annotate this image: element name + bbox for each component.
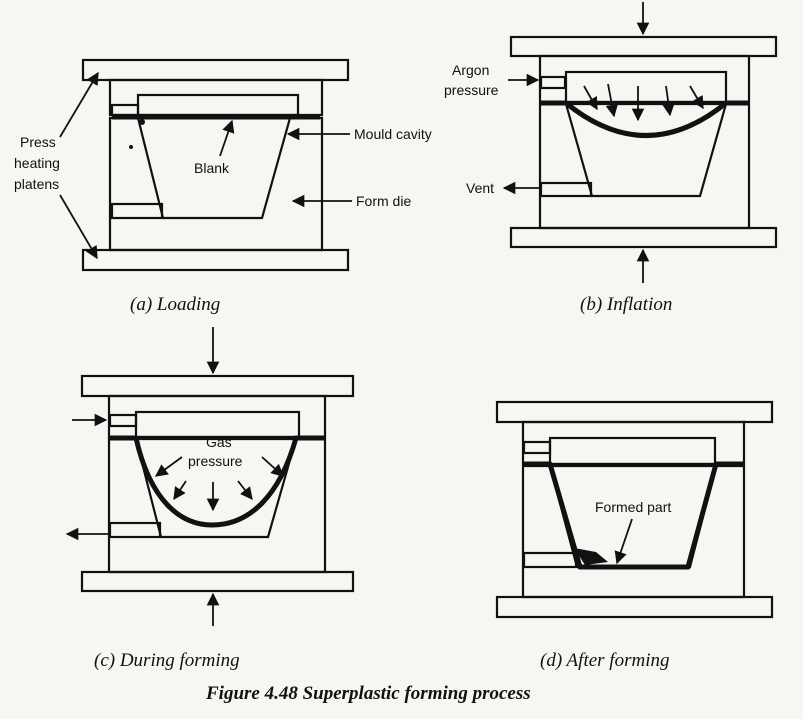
panel-b-inflation: Argon pressure Vent (b) Inflation xyxy=(444,2,778,315)
bottom-platen xyxy=(81,248,350,272)
press-arrow-bottom xyxy=(59,194,98,260)
upper-die xyxy=(107,394,327,439)
press-arrow-top xyxy=(59,71,99,138)
figure-title: Figure 4.48 Superplastic forming process xyxy=(205,683,531,704)
formed-part-sheet xyxy=(523,461,744,570)
form-die-label: Form die xyxy=(356,193,411,209)
bottom-platen xyxy=(80,570,355,593)
upper-die xyxy=(521,420,746,466)
pressure-arrow xyxy=(237,480,253,500)
gas-label-line1: Gas xyxy=(206,434,232,450)
press-label-line2: heating xyxy=(14,155,60,171)
pressure-arrow xyxy=(662,85,675,117)
top-platen xyxy=(495,400,774,424)
blank-label: Blank xyxy=(194,160,230,176)
gas-label-line2: pressure xyxy=(188,453,243,469)
inflated-sheet xyxy=(540,100,749,138)
top-platen xyxy=(509,35,778,58)
form-die xyxy=(538,102,751,230)
formed-part-arrow xyxy=(614,518,633,565)
bottom-platen xyxy=(495,595,774,619)
caption-b: (b) Inflation xyxy=(580,294,672,315)
bottom-platen xyxy=(509,226,778,249)
upper-die xyxy=(538,54,751,104)
blank-arrow xyxy=(219,119,235,157)
pressure-arrow xyxy=(689,85,704,110)
caption-d: (d) After forming xyxy=(540,650,669,671)
vent-label: Vent xyxy=(466,180,494,196)
form-die xyxy=(108,116,324,252)
press-label-line1: Press xyxy=(20,134,56,150)
panel-d-after-forming: Formed part (d) After forming xyxy=(495,400,774,671)
argon-label-line2: pressure xyxy=(444,82,499,98)
press-label-line3: platens xyxy=(14,176,59,192)
mould-cavity-label: Mould cavity xyxy=(354,126,432,142)
top-platen xyxy=(80,374,355,398)
pressure-arrow xyxy=(154,456,183,477)
panel-c-during-forming: Gas pressure (c) During forming xyxy=(65,327,355,671)
caption-c: (c) During forming xyxy=(94,650,240,671)
forming-sheet xyxy=(109,435,325,528)
sheet-fold xyxy=(574,548,608,565)
top-platen xyxy=(81,58,350,82)
upper-die xyxy=(108,78,324,117)
caption-a: (a) Loading xyxy=(130,294,220,315)
panel-a-loading: Press heating platens Mould cavity Blank… xyxy=(14,58,432,315)
formed-part-label: Formed part xyxy=(595,499,671,515)
pressure-arrow xyxy=(583,85,598,111)
pressure-arrow xyxy=(261,456,284,477)
pressure-arrow xyxy=(173,480,187,501)
argon-label-line1: Argon xyxy=(452,62,489,78)
pressure-arrow xyxy=(605,83,619,118)
